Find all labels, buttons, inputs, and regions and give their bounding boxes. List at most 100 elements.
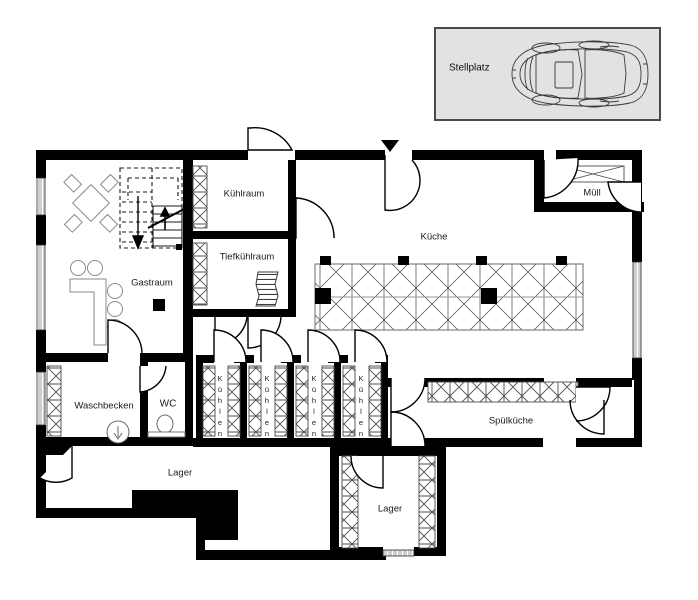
svg-text:K: K (264, 374, 269, 383)
wall-kuehlraum-divider (193, 231, 288, 239)
svg-text:l: l (266, 407, 268, 416)
shelving-unit (368, 365, 382, 437)
wall-top-mid (295, 150, 385, 160)
shelving-unit (227, 365, 241, 437)
shelving-unit (274, 365, 288, 437)
bar-stool (107, 283, 123, 299)
shelving-unit (202, 365, 216, 437)
wall-top-left (36, 150, 248, 160)
svg-text:ü: ü (312, 385, 316, 394)
wall-spuel-right (634, 380, 642, 440)
stair-up-arrow (159, 206, 171, 230)
svg-text:n: n (359, 429, 363, 438)
parking-space-label: Stellplatz (449, 63, 490, 74)
room-label-muell: Müll (583, 188, 600, 199)
stair-down-arrow (131, 196, 145, 250)
svg-text:e: e (359, 418, 363, 427)
wall-kuehlraum-east (288, 160, 296, 239)
wall-wc-top (140, 353, 193, 362)
window-lager2-bottom (382, 549, 415, 557)
door-wc (139, 365, 167, 393)
entrance-arrow-icon (381, 140, 399, 152)
room-label-kueche: Küche (421, 232, 448, 243)
svg-text:e: e (218, 418, 222, 427)
room-label-lager-main: Lager (168, 468, 192, 479)
window-left-2 (36, 244, 46, 331)
svg-text:h: h (359, 396, 363, 405)
wall-kuehlen-2 (287, 362, 294, 438)
structural-column (153, 299, 165, 311)
shelving-unit (192, 242, 208, 306)
wall-wc-east (185, 362, 193, 437)
shelving-unit (192, 165, 208, 229)
room-label-waschbecken: Waschbecken (74, 401, 133, 412)
window-left-3 (36, 371, 46, 426)
kuehlen-shelving-group (202, 365, 382, 437)
room-label-kuehlraum: Kühlraum (224, 189, 265, 200)
structural-column (315, 288, 331, 304)
shelving-unit (342, 365, 356, 437)
wall-lager-bottom-left (36, 508, 196, 518)
door-spuelkueche-east-a (575, 386, 611, 422)
svg-text:e: e (265, 418, 269, 427)
svg-text:h: h (312, 396, 316, 405)
shelving-unit (341, 455, 359, 549)
structural-column (476, 256, 487, 265)
wall-kuehlen-3 (334, 362, 341, 438)
bar-stool (107, 301, 123, 317)
wall-muell-bottom (534, 202, 644, 212)
door-muell-west (543, 157, 579, 199)
kitchen-island-counter (314, 256, 584, 331)
svg-text:K: K (358, 374, 363, 383)
room-label-wc: WC (160, 399, 177, 410)
chair (99, 213, 119, 233)
wall-tiefkuehl-south (193, 309, 296, 317)
structural-column (320, 256, 331, 265)
svg-text:ü: ü (218, 385, 222, 394)
wall-muell-left (534, 150, 544, 212)
wall-lager2-right (437, 447, 446, 552)
svg-text:ü: ü (265, 385, 269, 394)
door-kuehlen-1 (213, 329, 247, 363)
wall-spuel-top-b (576, 378, 632, 387)
door-kuehlen-4 (354, 329, 388, 363)
wall-left-b (36, 215, 46, 245)
wall-right-b (632, 358, 642, 380)
door-gastraum-south (107, 319, 143, 354)
door-group (39, 127, 642, 489)
shelving-unit (418, 455, 436, 549)
svg-text:e: e (312, 418, 316, 427)
structural-column (556, 256, 567, 265)
bar-stool (70, 260, 86, 276)
staircase (119, 167, 187, 250)
stair-newel-post (176, 244, 182, 250)
wall-top-muell (556, 150, 642, 160)
svg-text:n: n (265, 429, 269, 438)
room-label-lager-bottom: Lager (378, 504, 402, 515)
svg-text:h: h (265, 396, 269, 405)
room-label-spuelkueche: Spülküche (489, 416, 533, 427)
wall-tiefkuehl-east (288, 239, 296, 317)
wall-lager2-bottom-b (414, 547, 446, 556)
structural-column (481, 288, 497, 304)
door-kuehlen-3 (307, 329, 341, 363)
door-spuelkueche-east-b (569, 399, 605, 435)
svg-text:n: n (218, 429, 222, 438)
svg-text:h: h (218, 396, 222, 405)
structural-column (398, 256, 409, 265)
wall-lager-top-left (36, 446, 72, 455)
wall-kuehlen-0 (196, 362, 203, 438)
door-kuehlen-2 (260, 329, 294, 363)
room-label-tiefkuehlraum: Tiefkühlraum (220, 252, 275, 263)
wall-gastraum-right-a (183, 160, 193, 260)
wall-left-d (36, 425, 46, 455)
wall-lager2-left (330, 447, 339, 552)
wall-left-joint (36, 362, 46, 372)
sink-fixture (106, 420, 130, 444)
freezer-shelf-unit (255, 271, 279, 307)
shelving-unit (248, 365, 262, 437)
wall-gastraum-right-b (183, 260, 193, 360)
parking-space-panel: Stellplatz (434, 27, 661, 121)
wall-bottom-mid (196, 550, 386, 560)
